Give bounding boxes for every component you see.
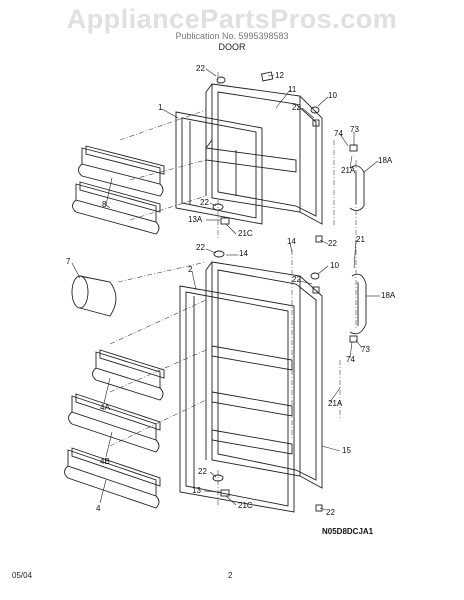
callout-label: 18A [378,156,393,165]
callout-label: 21 [356,235,365,244]
callout-label: 7 [66,257,71,266]
fresh-food-hinge-parts [212,250,358,512]
callout-label: 73 [361,345,370,354]
callout-label: 12 [275,71,284,80]
callout-label: 21C [238,501,253,510]
callout-label: 22 [292,275,301,284]
callout-label: 2 [188,265,193,274]
assembly-lines [109,72,357,506]
callout-label: 22 [196,243,205,252]
callout-label: 22 [326,508,335,517]
callout-label: 4A [100,403,110,412]
callout-label: 1 [158,103,163,112]
callout-label: 4B [100,457,110,466]
section-title: DOOR [218,42,246,52]
callout-labels: 22 12 11 10 1 22 74 73 18A 21A 8 22 13A … [66,64,396,517]
dairy-door [71,275,117,317]
callout-label: 18A [381,291,396,300]
leader-lines [71,68,380,511]
callout-label: 10 [330,261,339,270]
watermark: AppliancePartsPros.com [66,4,398,34]
callout-label: 13A [188,215,203,224]
callout-label: 15 [342,446,351,455]
callout-label: 74 [346,355,355,364]
callout-label: 11 [288,85,297,94]
figure-code: N05D8DCJA1 [322,527,374,536]
callout-label: 22 [292,103,301,112]
callout-label: 14 [287,237,296,246]
callout-label: 8 [102,200,107,209]
freezer-door-panel [205,83,323,225]
callout-label: 21A [328,399,343,408]
callout-label: 14 [239,249,248,258]
callout-label: 4 [96,504,101,513]
callout-label: 22 [198,467,207,476]
freezer-door-gasket [175,111,263,225]
callout-label: 74 [334,129,343,138]
callout-label: 21C [238,229,253,238]
callout-label: 22 [196,64,205,73]
callout-label: 21A [341,166,356,175]
callout-label: 13 [192,486,201,495]
callout-label: 22 [328,239,337,248]
footer-date: 05/04 [12,571,33,580]
fresh-food-door-shelves [64,349,165,509]
fresh-food-door-gasket [179,285,295,513]
callout-label: 22 [200,198,209,207]
fresh-food-door-panel [205,261,323,489]
freezer-door-shelves [72,145,165,235]
footer-page-number: 2 [228,571,233,580]
callout-label: 73 [350,125,359,134]
callout-label: 10 [328,91,337,100]
publication-number: Publication No. 5995398583 [175,31,289,41]
fresh-food-handle [349,273,367,335]
